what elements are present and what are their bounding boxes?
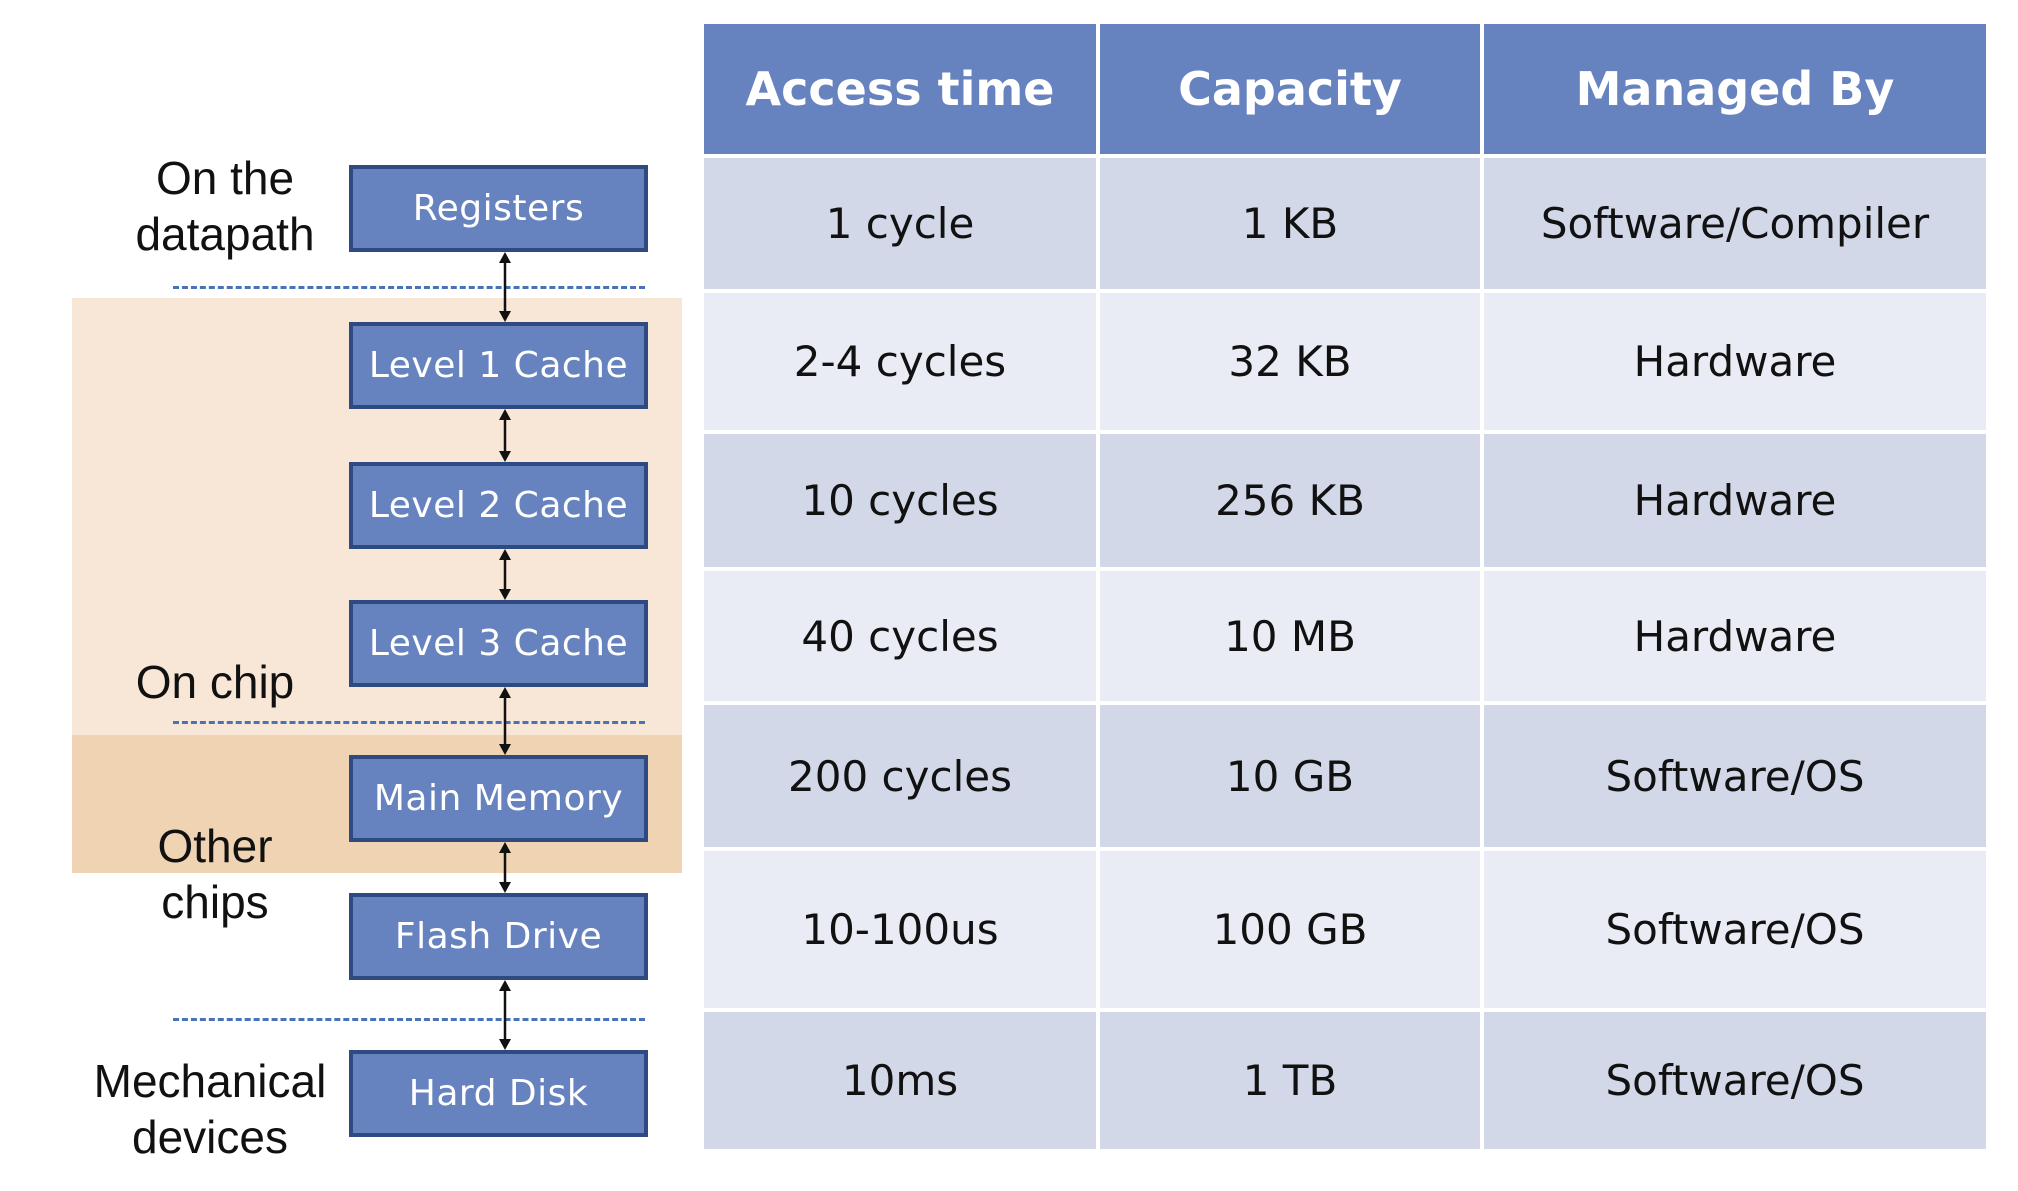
table-row: 2-4 cycles 32 KB Hardware xyxy=(704,293,1986,430)
level-main-memory: Main Memory xyxy=(349,755,648,842)
level-flash-drive: Flash Drive xyxy=(349,893,648,980)
memory-characteristics-table: Access time Capacity Managed By 1 cycle … xyxy=(700,20,1990,1153)
table-row: 200 cycles 10 GB Software/OS xyxy=(704,705,1986,847)
arrow-l3-main-memory xyxy=(499,687,511,755)
table-header-row: Access time Capacity Managed By xyxy=(704,24,1986,154)
cell-capacity: 256 KB xyxy=(1100,434,1480,567)
cell-capacity: 1 TB xyxy=(1100,1012,1480,1149)
cell-capacity: 10 GB xyxy=(1100,705,1480,847)
cell-managed-by: Software/OS xyxy=(1484,705,1986,847)
cell-access-time: 200 cycles xyxy=(704,705,1096,847)
zone-label-on-chip: On chip xyxy=(135,656,295,708)
arrow-main-memory-flash xyxy=(499,842,511,893)
cell-capacity: 10 MB xyxy=(1100,571,1480,701)
header-capacity: Capacity xyxy=(1100,24,1480,154)
cell-access-time: 10-100us xyxy=(704,851,1096,1008)
header-managed-by: Managed By xyxy=(1484,24,1986,154)
cell-capacity: 100 GB xyxy=(1100,851,1480,1008)
cell-managed-by: Hardware xyxy=(1484,293,1986,430)
header-access-time: Access time xyxy=(704,24,1096,154)
arrow-registers-l1 xyxy=(499,252,511,322)
level-l1-cache: Level 1 Cache xyxy=(349,322,648,409)
table-row: 1 cycle 1 KB Software/Compiler xyxy=(704,158,1986,289)
table-row: 10 cycles 256 KB Hardware xyxy=(704,434,1986,567)
zone-label-other-chips: Other chips xyxy=(157,820,273,928)
cell-access-time: 1 cycle xyxy=(704,158,1096,289)
zone-label-datapath: On the datapath xyxy=(135,152,315,260)
cell-managed-by: Hardware xyxy=(1484,434,1986,567)
cell-managed-by: Hardware xyxy=(1484,571,1986,701)
cell-managed-by: Software/OS xyxy=(1484,1012,1986,1149)
cell-access-time: 2-4 cycles xyxy=(704,293,1096,430)
mechanical-divider xyxy=(173,1018,645,1021)
level-l3-cache: Level 3 Cache xyxy=(349,600,648,687)
memory-hierarchy-diagram: On the datapath On chip Other chips Mech… xyxy=(0,0,700,1191)
arrow-flash-hard-disk xyxy=(499,980,511,1050)
level-hard-disk: Hard Disk xyxy=(349,1050,648,1137)
level-l2-cache: Level 2 Cache xyxy=(349,462,648,549)
datapath-divider xyxy=(173,286,645,289)
cell-managed-by: Software/OS xyxy=(1484,851,1986,1008)
cell-access-time: 10 cycles xyxy=(704,434,1096,567)
cell-access-time: 40 cycles xyxy=(704,571,1096,701)
cell-managed-by: Software/Compiler xyxy=(1484,158,1986,289)
chip-divider xyxy=(173,721,645,724)
table-row: 10-100us 100 GB Software/OS xyxy=(704,851,1986,1008)
arrow-l1-l2 xyxy=(499,409,511,462)
zone-label-mechanical: Mechanical devices xyxy=(93,1055,327,1163)
arrow-l2-l3 xyxy=(499,549,511,600)
level-registers: Registers xyxy=(349,165,648,252)
cell-capacity: 32 KB xyxy=(1100,293,1480,430)
cell-access-time: 10ms xyxy=(704,1012,1096,1149)
table-row: 40 cycles 10 MB Hardware xyxy=(704,571,1986,701)
table-row: 10ms 1 TB Software/OS xyxy=(704,1012,1986,1149)
cell-capacity: 1 KB xyxy=(1100,158,1480,289)
